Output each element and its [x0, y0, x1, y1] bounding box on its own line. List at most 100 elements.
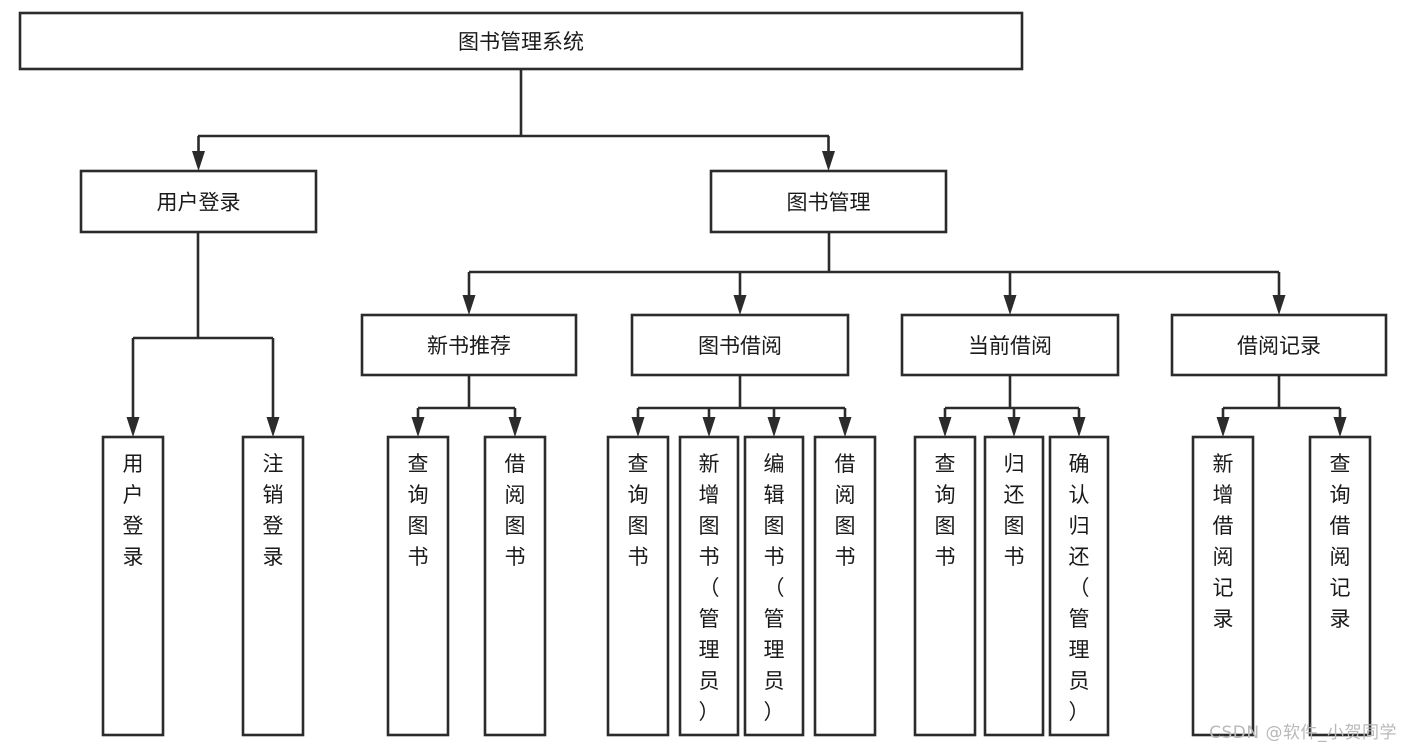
node-leaf-user-login[interactable]: 用户登录	[101, 435, 165, 737]
arrow-borrow-record-to-leaf-add-record	[1216, 408, 1230, 437]
node-label-char: 录	[1213, 607, 1234, 631]
node-label-char: 图	[935, 514, 956, 538]
node-label-char: 书	[835, 545, 856, 569]
arrow-new-book-rec-to-leaf-borrow-book-rec	[508, 408, 522, 437]
node-label-char: 确	[1069, 452, 1090, 476]
connector-bus-current-borrow	[945, 375, 1079, 410]
node-label-char: 新	[699, 452, 720, 476]
node-user-login[interactable]: 用户登录	[79, 169, 318, 234]
node-label-char: 登	[123, 514, 144, 538]
node-borrow-record[interactable]: 借阅记录	[1170, 313, 1388, 377]
node-label-char: 用	[123, 452, 144, 476]
node-label-char: 增	[1213, 483, 1234, 507]
connector-bus-book-borrow	[638, 375, 845, 410]
node-label-char: 录	[1330, 607, 1351, 631]
node-label-char: 户	[123, 483, 144, 507]
node-label-char: 书	[505, 545, 526, 569]
arrow-root-to-book-manage	[822, 136, 835, 171]
node-label-char: 书	[699, 545, 720, 569]
node-new-book-rec[interactable]: 新书推荐	[360, 313, 578, 377]
arrow-current-borrow-to-leaf-query-book-cur	[938, 408, 952, 437]
node-label-char: 图	[408, 514, 429, 538]
node-book-manage[interactable]: 图书管理	[709, 169, 948, 234]
connector-bus-root	[198, 69, 829, 138]
node-label-char: （	[1069, 576, 1090, 600]
node-label-char: 书	[408, 545, 429, 569]
arrow-book-borrow-to-leaf-add-book	[702, 408, 716, 437]
node-label-char: 借	[505, 452, 526, 476]
node-label-char: 认	[1069, 483, 1090, 507]
node-label-char: 员	[699, 669, 720, 693]
connector-bus-borrow-record	[1223, 375, 1340, 410]
arrow-new-book-rec-to-leaf-query-book-rec	[411, 408, 425, 437]
node-label-char: 书	[764, 545, 785, 569]
node-label-char: 书	[628, 545, 649, 569]
arrow-book-borrow-to-leaf-borrow-book	[838, 408, 852, 437]
node-label: 图书借阅	[698, 334, 782, 358]
node-label-char: 查	[408, 452, 429, 476]
connector-bus-user-login	[133, 232, 273, 340]
node-label-char: 还	[1069, 545, 1090, 569]
connector-bus-new-book-rec	[418, 375, 515, 410]
arrow-root-to-user-login	[192, 136, 205, 171]
node-label-char: 阅	[1213, 545, 1234, 569]
node-label-char: 新	[1213, 452, 1234, 476]
node-label-char: 阅	[505, 483, 526, 507]
node-label: 图书管理系统	[458, 30, 584, 54]
arrow-current-borrow-to-leaf-confirm-return	[1072, 408, 1086, 437]
node-label: 新书推荐	[427, 334, 511, 358]
node-label-char: （	[699, 576, 720, 600]
node-label-char: 理	[764, 638, 785, 662]
node-label-char: 查	[935, 452, 956, 476]
node-root[interactable]: 图书管理系统	[18, 11, 1024, 71]
node-label-char: 图	[764, 514, 785, 538]
node-label-char: 录	[263, 545, 284, 569]
node-label-char: 询	[628, 483, 649, 507]
node-label-char: 管	[1069, 607, 1090, 631]
node-label-char: 图	[628, 514, 649, 538]
node-label-char: ）	[699, 700, 720, 724]
node-label-char: 录	[123, 545, 144, 569]
connector-bus-book-manage	[469, 232, 1279, 274]
node-label-char: 阅	[1330, 545, 1351, 569]
node-current-borrow[interactable]: 当前借阅	[900, 313, 1120, 377]
node-label: 当前借阅	[968, 334, 1052, 358]
node-label-char: ）	[764, 700, 785, 724]
node-label-char: 询	[408, 483, 429, 507]
node-layer: 图书管理系统用户登录图书管理新书推荐图书借阅当前借阅借阅记录用户登录注销登录查询…	[18, 11, 1388, 737]
node-label-char: 理	[1069, 638, 1090, 662]
node-label-char: 员	[1069, 669, 1090, 693]
node-label-char: 增	[699, 483, 720, 507]
arrow-current-borrow-to-leaf-return-book	[1007, 408, 1021, 437]
node-label-char: 借	[1213, 514, 1234, 538]
arrow-book-borrow-to-leaf-query-book-borrow	[631, 408, 645, 437]
node-label-char: 书	[935, 545, 956, 569]
arrow-book-manage-to-borrow-record	[1272, 272, 1286, 315]
csdn-watermark: CSDN @软件_小贺同学	[1209, 723, 1397, 743]
node-label-char: 管	[699, 607, 720, 631]
node-label-char: 询	[1330, 483, 1351, 507]
arrow-book-manage-to-current-borrow	[1003, 272, 1017, 315]
node-label-char: 借	[835, 452, 856, 476]
node-label-char: 查	[1330, 452, 1351, 476]
node-book-borrow[interactable]: 图书借阅	[630, 313, 850, 377]
node-label-char: 书	[1004, 545, 1025, 569]
node-label: 用户登录	[157, 191, 241, 215]
node-label-char: 记	[1213, 576, 1234, 600]
node-label-char: 辑	[764, 483, 785, 507]
node-label-char: 归	[1004, 452, 1025, 476]
node-label: 借阅记录	[1237, 334, 1321, 358]
